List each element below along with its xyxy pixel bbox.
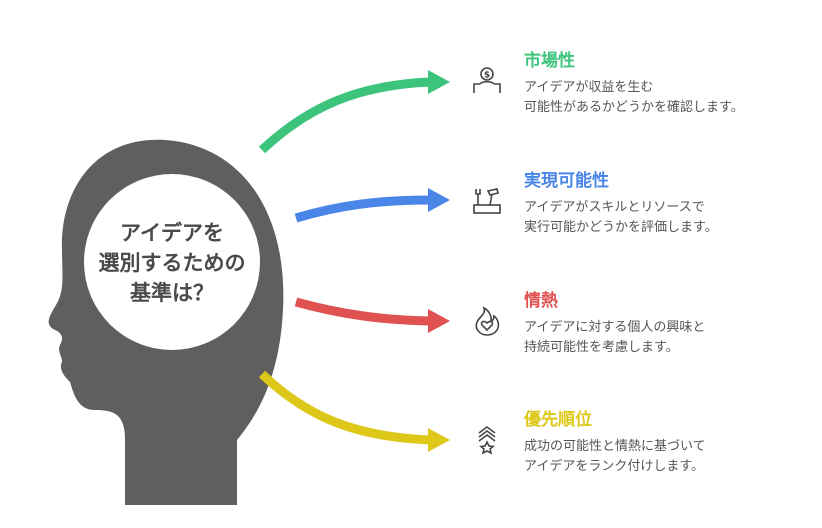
description-line: アイデアに対する個人の興味と <box>524 320 706 335</box>
criterion-title: 情熱 <box>524 291 558 311</box>
criterion-description: アイデアが収益を生む可能性があるかどうかを確認します。 <box>524 78 744 118</box>
description-line: 持続可能性を考慮します。 <box>524 340 679 355</box>
arrowhead-market <box>428 70 450 94</box>
arrowhead-priority <box>428 428 450 452</box>
arrowhead-feasibility <box>428 188 450 212</box>
arrow-passion <box>294 297 431 326</box>
tools-icon <box>473 188 501 214</box>
head-center-circle <box>84 174 260 350</box>
criterion-description: アイデアがスキルとリソースで実行可能かどうかを評価します。 <box>524 198 718 238</box>
criterion-feasibility: 実現可能性 アイデアがスキルとリソースで実行可能かどうかを評価します。 <box>524 166 718 238</box>
criterion-title: 優先順位 <box>524 410 592 430</box>
criterion-title: 実現可能性 <box>524 171 609 191</box>
central-question-line: 基準は？ <box>130 281 214 305</box>
description-line: アイデアがスキルとリソースで <box>524 200 705 215</box>
criterion-description: 成功の可能性と情熱に基づいてアイデアをランク付けします。 <box>524 437 706 477</box>
arrow-market <box>258 77 431 154</box>
description-line: 実行可能かどうかを評価します。 <box>524 220 718 235</box>
criterion-priority: 優先順位 成功の可能性と情熱に基づいてアイデアをランク付けします。 <box>524 405 706 477</box>
criterion-title: 市場性 <box>524 51 575 71</box>
arrow-priority <box>258 370 431 445</box>
criterion-description: アイデアに対する個人の興味と持続可能性を考慮します。 <box>524 318 705 358</box>
central-question: アイデアを 選別するための 基準は？ <box>92 218 252 308</box>
description-line: アイデアをランク付けします。 <box>524 459 705 474</box>
svg-text:$: $ <box>484 71 490 81</box>
criterion-market: 市場性 アイデアが収益を生む可能性があるかどうかを確認します。 <box>524 46 744 118</box>
rank-star-icon <box>478 426 496 455</box>
description-line: 成功の可能性と情熱に基づいて <box>524 439 706 454</box>
criterion-passion: 情熱 アイデアに対する個人の興味と持続可能性を考慮します。 <box>524 286 705 358</box>
arrow-feasibility <box>294 195 431 223</box>
central-question-line: 選別するための <box>98 251 246 275</box>
money-box-icon: $ <box>473 67 501 93</box>
arrowhead-passion <box>428 309 450 333</box>
description-line: 可能性があるかどうかを確認します。 <box>524 100 744 115</box>
flame-heart-icon <box>475 306 500 336</box>
central-question-line: アイデアを <box>120 221 224 245</box>
description-line: アイデアが収益を生む <box>524 80 654 95</box>
